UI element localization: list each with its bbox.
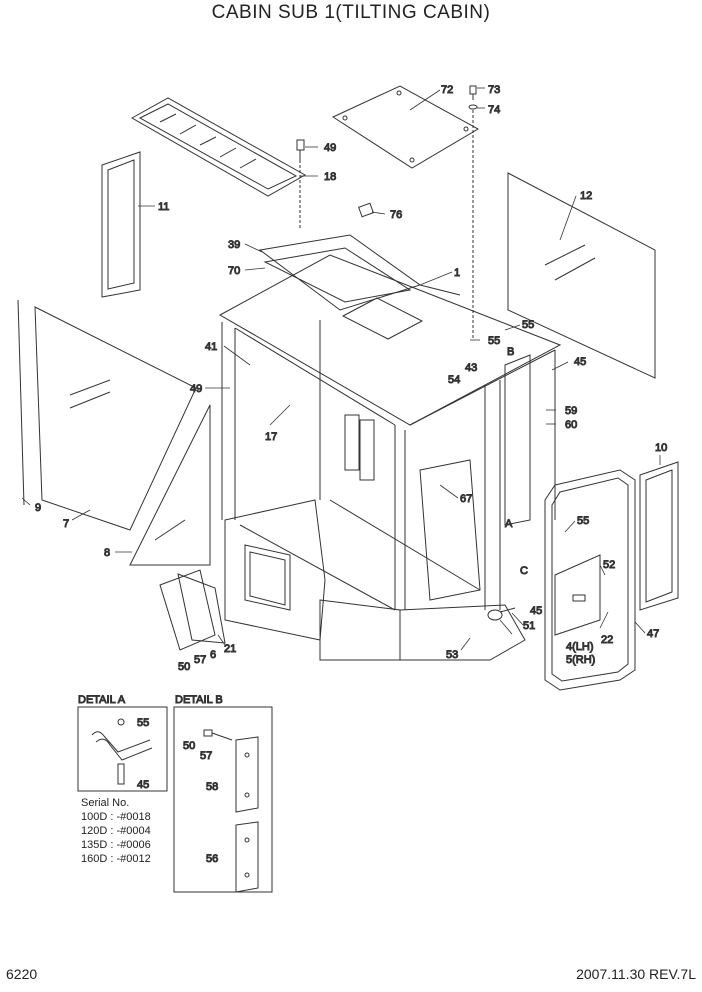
page-number: 6220 bbox=[6, 966, 38, 982]
detail-b-hinge-56 bbox=[235, 821, 259, 893]
callout-73: 73 bbox=[488, 84, 500, 96]
side-glass-11 bbox=[101, 151, 141, 298]
callout-8: 8 bbox=[104, 547, 110, 559]
serial-item: 120D : -#0004 bbox=[81, 825, 151, 837]
callout-72: 72 bbox=[441, 84, 453, 96]
lower-glass-8 bbox=[129, 404, 211, 566]
serial-heading: Serial No. bbox=[81, 797, 130, 809]
callout-50: 50 bbox=[178, 661, 190, 673]
callout-18: 18 bbox=[324, 171, 336, 183]
detail-marker-b: B bbox=[507, 346, 514, 358]
callout-49-top: 49 bbox=[324, 142, 336, 154]
front-glass-edge-9 bbox=[17, 299, 25, 506]
callout-11: 11 bbox=[158, 201, 169, 213]
callout-55-mid: 55 bbox=[488, 335, 500, 347]
serial-item: 160D : -#0012 bbox=[81, 853, 151, 865]
callout-70: 70 bbox=[228, 265, 240, 277]
serial-number-list: Serial No. 100D : -#0018 120D : -#0004 1… bbox=[81, 796, 151, 866]
detail-b-bolt-50 bbox=[203, 729, 233, 741]
serial-item: 135D : -#0006 bbox=[81, 839, 151, 851]
callout-51: 51 bbox=[523, 620, 535, 632]
callout-41: 41 bbox=[205, 341, 217, 353]
detail-a-bracket bbox=[91, 718, 153, 785]
callout-43: 43 bbox=[465, 362, 477, 374]
rear-glass-12 bbox=[507, 172, 656, 379]
cabin-roof bbox=[218, 202, 562, 426]
callout-10: 10 bbox=[655, 442, 667, 454]
detail-b-callout-58: 58 bbox=[206, 781, 218, 793]
callout-7: 7 bbox=[63, 518, 69, 530]
detail-a-title: DETAIL A bbox=[78, 694, 126, 706]
callout-52: 52 bbox=[603, 559, 615, 571]
door-47 bbox=[544, 469, 636, 691]
callout-47: 47 bbox=[647, 628, 659, 640]
callout-22: 22 bbox=[601, 634, 613, 646]
callout-49-left: 49 bbox=[190, 383, 202, 395]
detail-b-box bbox=[173, 706, 273, 893]
callout-12: 12 bbox=[580, 190, 592, 202]
roof-plate-72 bbox=[331, 85, 480, 169]
bolt-73 bbox=[468, 85, 478, 338]
cabin-frame bbox=[221, 320, 556, 661]
callout-74: 74 bbox=[488, 104, 500, 116]
serial-item: 100D : -#0018 bbox=[81, 811, 151, 823]
callout-17: 17 bbox=[265, 431, 277, 443]
handle-51 bbox=[487, 607, 516, 621]
door-glass-10 bbox=[639, 461, 679, 611]
callout-9: 9 bbox=[35, 502, 41, 514]
callout-54: 54 bbox=[448, 374, 460, 386]
callout-1: 1 bbox=[454, 267, 460, 279]
callout-60: 60 bbox=[565, 419, 577, 431]
detail-marker-c: C bbox=[520, 565, 528, 577]
page-title: CABIN SUB 1(TILTING CABIN) bbox=[211, 2, 491, 23]
callout-53: 53 bbox=[446, 649, 458, 661]
latch-4-5 bbox=[554, 554, 601, 636]
callout-21: 21 bbox=[224, 643, 236, 655]
detail-a-callout-45: 45 bbox=[137, 779, 149, 791]
detail-b-title: DETAIL B bbox=[175, 694, 223, 706]
callout-55-top: 55 bbox=[522, 319, 534, 331]
callout-67: 67 bbox=[460, 493, 472, 505]
callout-76: 76 bbox=[390, 209, 402, 221]
detail-b-callout-50: 50 bbox=[183, 740, 195, 752]
callout-39: 39 bbox=[228, 239, 240, 251]
callout-4-lh: 4(LH) bbox=[566, 641, 594, 653]
detail-b-callout-57: 57 bbox=[200, 750, 212, 762]
front-glass-7 bbox=[34, 306, 197, 531]
bolt-49 bbox=[296, 139, 305, 230]
cover-plate-6 bbox=[159, 569, 226, 651]
callout-45-right: 45 bbox=[574, 356, 586, 368]
detail-marker-a: A bbox=[505, 518, 513, 530]
callout-45-door: 45 bbox=[530, 605, 542, 617]
detail-b-callout-56: 56 bbox=[206, 853, 218, 865]
callout-5-rh: 5(RH) bbox=[566, 654, 595, 666]
detail-b-hinge-58 bbox=[235, 736, 259, 813]
detail-a-callout-55: 55 bbox=[137, 717, 149, 729]
callout-55-door: 55 bbox=[577, 515, 589, 527]
callout-57: 57 bbox=[194, 654, 206, 666]
detail-a-box bbox=[77, 706, 168, 792]
revision-date: 2007.11.30 REV.7L bbox=[576, 966, 696, 982]
roof-rail-frame bbox=[130, 97, 307, 197]
vent-opening bbox=[244, 544, 291, 611]
callout-59: 59 bbox=[565, 405, 577, 417]
leader-lines bbox=[21, 87, 661, 651]
callout-6: 6 bbox=[210, 649, 216, 661]
